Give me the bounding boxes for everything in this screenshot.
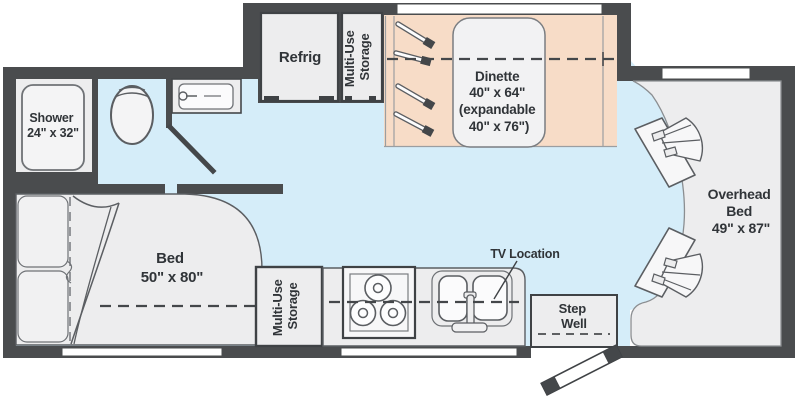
entry-door-opening <box>531 346 613 358</box>
blanket-edge-2 <box>73 206 112 345</box>
wall-left <box>3 67 16 357</box>
window-dinette-top <box>396 3 603 15</box>
bath-sink-icon <box>171 78 242 114</box>
sink-faucet-bar <box>451 322 488 333</box>
blanket-edge-1 <box>70 202 120 345</box>
kitchen-area <box>322 265 526 347</box>
refrig-tab-right <box>319 96 334 101</box>
step-well-area <box>530 294 618 348</box>
wall-shower-divider <box>92 79 98 184</box>
tv-location-label: TV Location <box>490 247 559 261</box>
bath-faucet <box>178 91 188 101</box>
toilet-bowl <box>110 85 154 145</box>
wall-above-bed-left <box>3 184 165 194</box>
overhead-bed-label: Overhead Bed 49" x 87" <box>708 186 775 236</box>
bed-label: Bed 50" x 80" <box>141 250 204 286</box>
wall-under-shower <box>3 172 98 184</box>
window-bed-bottom <box>61 347 223 357</box>
storage-top-tab-right <box>369 96 376 101</box>
wall-bath-stub <box>166 79 172 128</box>
toilet-lid-line <box>118 86 146 91</box>
pillow-top <box>17 195 69 268</box>
refrig-label: Refrig <box>279 49 321 66</box>
toilet-icon <box>110 85 154 145</box>
wall-right <box>781 66 795 357</box>
window-cab-top <box>661 67 751 80</box>
shower-label: Shower 24" x 32" <box>27 111 79 140</box>
window-kitchen-bottom <box>340 347 518 357</box>
pillow-bottom <box>17 270 69 343</box>
storage-top-box <box>340 11 384 103</box>
wall-above-bed-right <box>177 184 283 194</box>
storage-top-label: Multi-Use Storage <box>342 27 372 87</box>
wall-slide-right <box>617 3 631 81</box>
step-well-label: Step Well <box>559 301 590 331</box>
storage-top-tab-left <box>345 96 352 101</box>
wall-top-left <box>3 67 247 79</box>
storage-top <box>340 11 384 103</box>
entry-door-cap-tip <box>541 376 561 395</box>
toilet-seat-line <box>114 92 150 98</box>
entry-door <box>540 344 624 397</box>
refrig-tab-left <box>264 96 279 101</box>
sink-bowl-left <box>438 275 468 322</box>
wall-slide-left <box>243 3 258 79</box>
dinette-fold-bars <box>393 21 436 137</box>
bathroom-door <box>166 123 217 175</box>
refrigerator <box>259 11 340 103</box>
kitchen-sink-icon <box>431 270 513 333</box>
step-well-box <box>530 294 618 348</box>
windows-group <box>61 3 751 357</box>
refrig-box <box>259 11 340 103</box>
tv-leader-line <box>493 260 518 300</box>
bed-area <box>15 193 263 346</box>
dinette-label: Dinette 40" x 64" (expandable 40" x 76") <box>459 69 539 134</box>
shower-pan <box>21 84 85 171</box>
storage-bottom-label: Multi-Use Storage <box>270 276 300 336</box>
storage-bottom-box <box>254 265 324 348</box>
sink-bowl-right <box>472 275 508 321</box>
dinette-area <box>384 16 617 148</box>
labels-group: Shower 24" x 32" Refrig Multi-Use Storag… <box>27 27 775 336</box>
dinette-table <box>452 17 546 148</box>
entry-door-cap-hinge <box>602 345 622 364</box>
blanket-scallop <box>72 195 120 208</box>
